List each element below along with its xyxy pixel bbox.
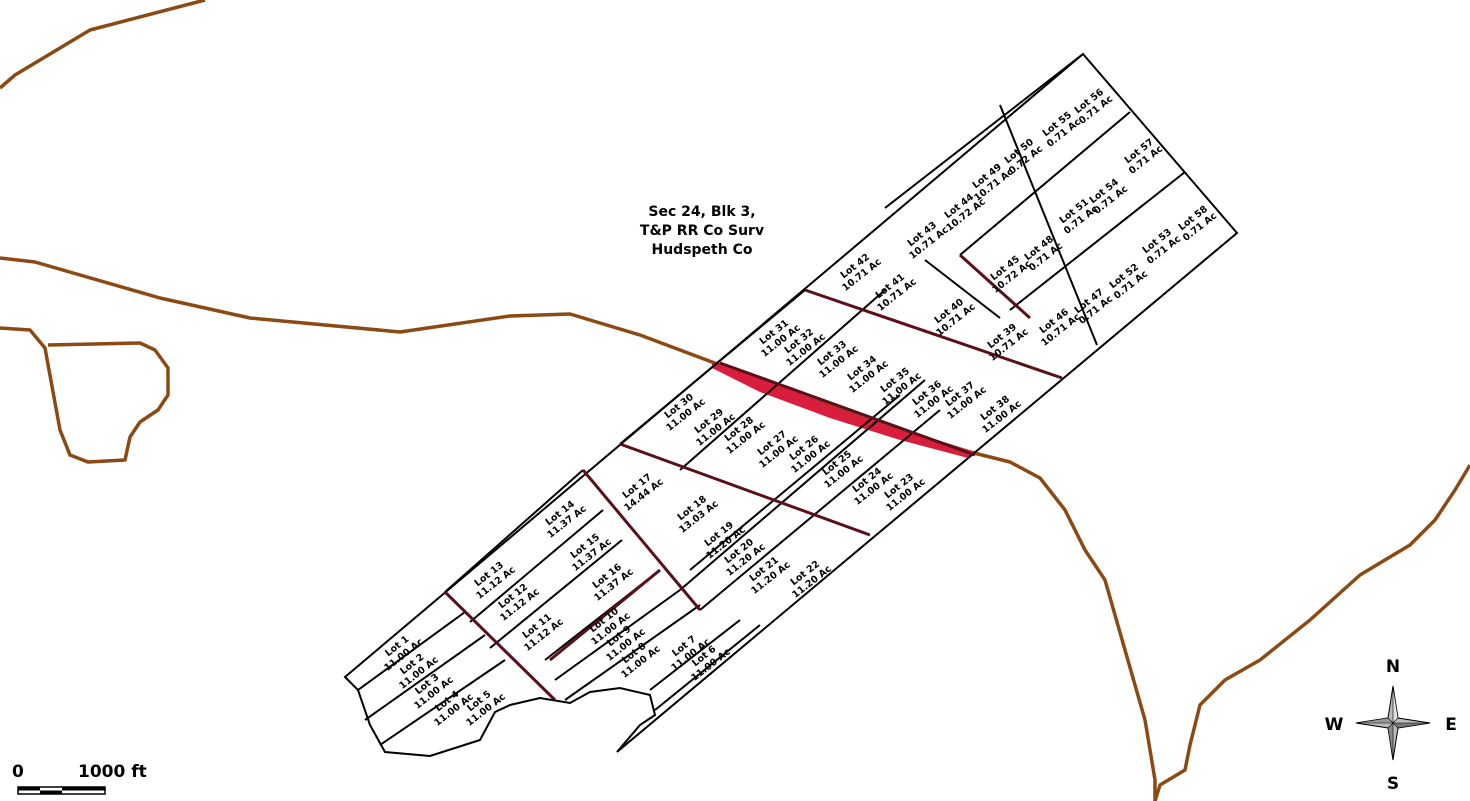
- lot-label: Lot 3910.71 Ac: [981, 318, 1031, 364]
- major-lot-line: [443, 590, 557, 702]
- lot-label: Lot 1813.03 Ac: [671, 490, 721, 536]
- lot-line: [357, 611, 466, 691]
- lot-label: Lot 4110.71 Ac: [869, 268, 919, 314]
- lot-label: Lot 4310.71 Ac: [901, 216, 951, 262]
- lot-label: Lot 2211.20 Ac: [784, 555, 834, 601]
- lot-label: Lot 4010.71 Ac: [928, 293, 978, 339]
- lot-line: [699, 409, 941, 611]
- compass-rose: N S E W: [1325, 657, 1457, 794]
- major-lot-line: [958, 253, 1032, 320]
- lot-line: [924, 259, 1001, 319]
- major-lot-line: [619, 442, 871, 537]
- lot-line: [999, 104, 1098, 346]
- compass-east: E: [1445, 715, 1457, 735]
- major-lot-line: [549, 568, 661, 662]
- lot-label: Lot 511.00 Ac: [458, 683, 508, 729]
- highlight-band: [712, 362, 975, 458]
- lot-line: [649, 619, 741, 691]
- lot-line: [679, 289, 886, 471]
- major-lot-line: [719, 361, 976, 457]
- lot-line: [379, 659, 506, 746]
- major-lot-line: [581, 469, 702, 611]
- scale-bar: 0 1000 ft: [12, 762, 147, 795]
- compass-north: N: [1386, 657, 1400, 677]
- title-line: T&P RR Co Surv: [640, 223, 764, 239]
- lot-line: [689, 394, 901, 571]
- lot-line: [884, 53, 1084, 209]
- lot-label: Lot 1714.44 Ac: [616, 468, 666, 514]
- lot-line: [679, 379, 926, 591]
- road: [0, 326, 170, 464]
- subdivision-boundary: [343, 52, 1239, 758]
- compass-south: S: [1387, 774, 1399, 794]
- lot-label: Lot 4210.71 Ac: [834, 248, 884, 294]
- lot-line: [469, 509, 604, 623]
- lot-label: Lot 1111.12 Ac: [516, 608, 566, 654]
- title-line: Sec 24, Blk 3,: [648, 204, 755, 220]
- compass-west: W: [1325, 715, 1344, 735]
- lot-label: Lot 580.71 Ac: [1174, 202, 1219, 244]
- lot-line: [564, 604, 701, 701]
- lot-line: [554, 589, 681, 681]
- major-lot-line: [804, 288, 1063, 380]
- lot-line: [959, 111, 1131, 256]
- lot-line: [364, 634, 486, 721]
- lot-label: Lot 530.71 Ac: [1138, 225, 1183, 267]
- lot-label: Lot 520.71 Ac: [1105, 260, 1150, 302]
- scale-start-label: 0: [12, 762, 24, 782]
- road: [0, 0, 206, 90]
- lot-line: [1009, 171, 1186, 311]
- scale-end-label: 1000 ft: [78, 762, 147, 782]
- road: [1153, 464, 1470, 801]
- lot-line: [619, 289, 806, 445]
- map-title: Sec 24, Blk 3, T&P RR Co Surv Hudspeth C…: [640, 204, 764, 258]
- lot-label: Lot 550.71 Ac: [1038, 108, 1083, 150]
- title-line: Hudspeth Co: [652, 242, 753, 258]
- lot-line: [489, 539, 623, 649]
- lot-line: [654, 624, 761, 711]
- lot-line: [444, 469, 584, 593]
- road: [0, 256, 1157, 801]
